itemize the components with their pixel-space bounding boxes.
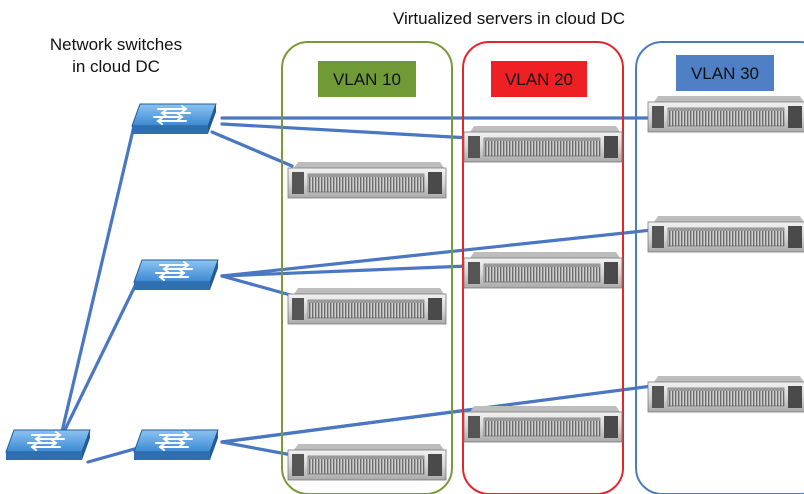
link [220, 264, 470, 278]
rack-server-icon [647, 215, 804, 253]
network-switch-icon [131, 103, 217, 135]
switches-label-line-2: in cloud DC [72, 57, 160, 76]
rack-server-icon [647, 375, 804, 413]
rack-server-icon [287, 161, 447, 199]
vlan-30-container [635, 41, 804, 494]
rack-server-icon [463, 405, 623, 443]
vlan-10-label: VLAN 10 [333, 70, 401, 89]
rack-server-icon [287, 287, 447, 325]
vlan-10-container [281, 41, 453, 494]
link [220, 408, 470, 444]
link [220, 228, 654, 278]
vlan-20-container [462, 41, 624, 494]
network-links [58, 116, 654, 464]
diagram-title: Virtualized servers in cloud DC [393, 9, 625, 28]
vlan-20-label: VLAN 20 [505, 70, 573, 89]
network-switch-icon [133, 259, 219, 291]
rack-server-icon [287, 443, 447, 481]
link [220, 122, 472, 140]
link [210, 130, 294, 168]
vlan-30-label: VLAN 30 [691, 64, 759, 83]
vlan-10-tag: VLAN 10 [318, 61, 416, 97]
link [220, 274, 296, 298]
vlan-20-tag: VLAN 20 [491, 61, 587, 97]
link [58, 282, 138, 442]
vlan-30-tag: VLAN 30 [676, 55, 774, 91]
rack-server-icon [463, 251, 623, 289]
network-switch-icon [5, 429, 91, 461]
switches-label-line-1: Network switches [50, 35, 182, 54]
link [220, 440, 294, 457]
network-switch-icon [133, 429, 219, 461]
link [86, 446, 140, 464]
rack-server-icon [647, 95, 804, 133]
rack-server-icon [463, 125, 623, 163]
link [58, 124, 136, 442]
